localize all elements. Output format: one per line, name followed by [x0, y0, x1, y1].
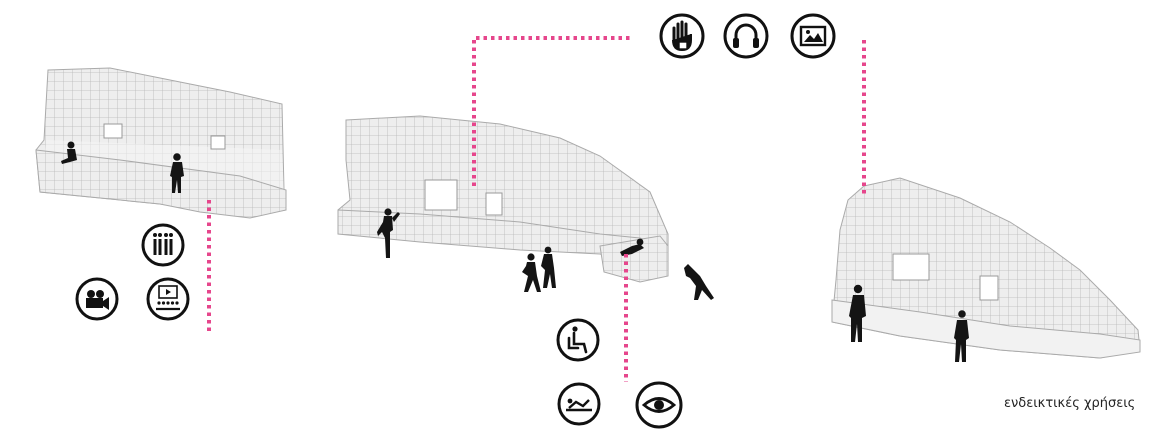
- seated-person-icon: [558, 320, 598, 360]
- image-frame-icon: [792, 15, 834, 57]
- video-camera-icon: [77, 279, 117, 319]
- person-center-2: [522, 253, 541, 292]
- headphones-icon: [725, 15, 767, 57]
- touch-hand-icon: [661, 15, 703, 57]
- person-center-3: [541, 247, 556, 288]
- projection-audience-icon: [148, 279, 188, 319]
- reclining-person-icon: [559, 384, 599, 424]
- person-center-stretching: [684, 264, 714, 300]
- caption-indicative-uses: ενδεικτικές χρήσεις: [1004, 396, 1135, 411]
- module-right-structure: [832, 178, 1140, 358]
- eye-icon: [637, 383, 681, 427]
- concert-performers-icon: [143, 225, 183, 265]
